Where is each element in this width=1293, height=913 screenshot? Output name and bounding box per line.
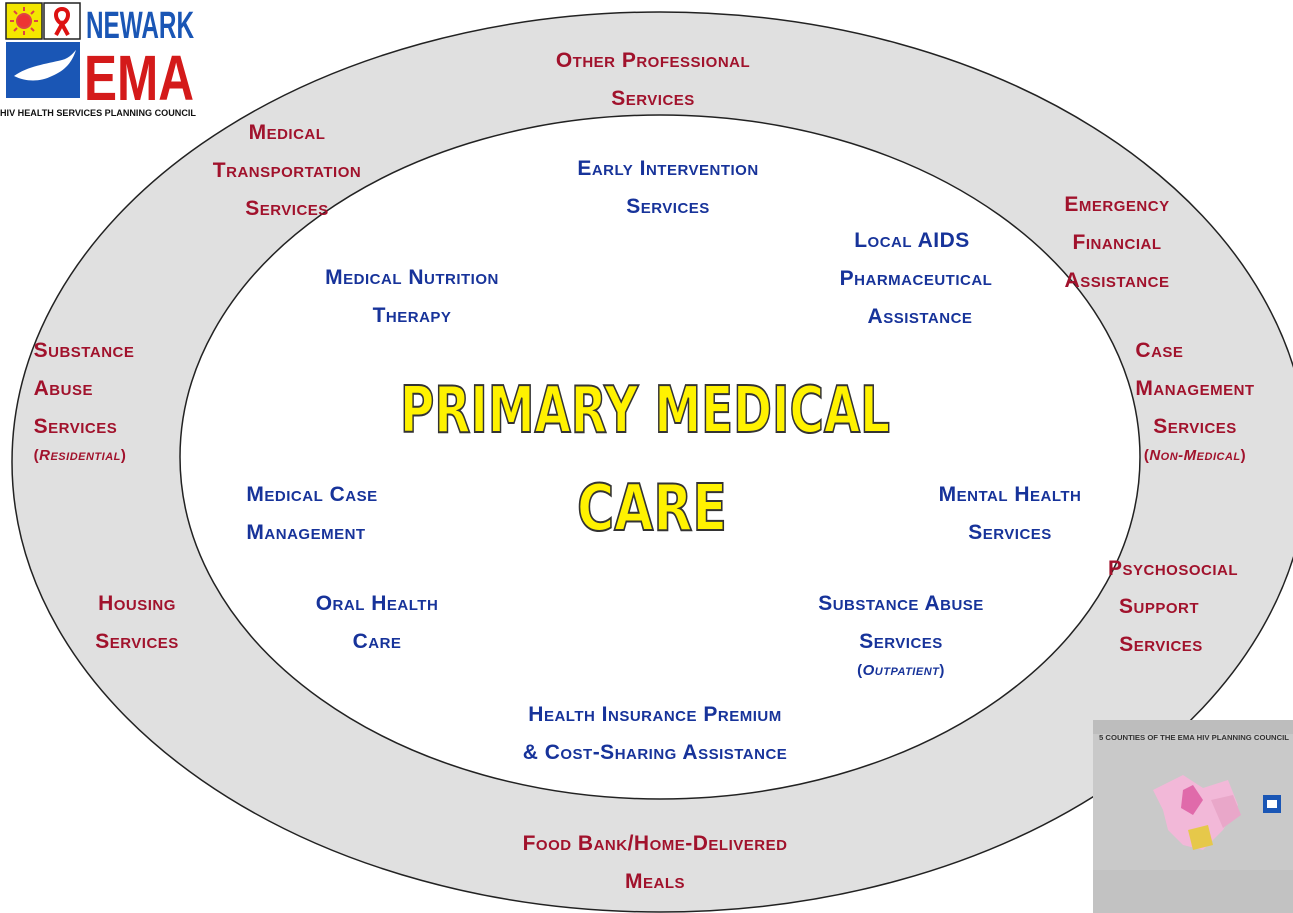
label-line: Services [626, 195, 710, 218]
label-line: Early Intervention [577, 157, 759, 180]
label-medical-nutrition-therapy: Medical Nutrition Therapy [325, 259, 499, 335]
logo-subtitle: HIV HEALTH SERVICES PLANNING COUNCIL [0, 108, 196, 119]
label-medical-case-management: Medical Case Management [246, 476, 377, 552]
label-note: (Residential) [33, 447, 127, 464]
ribbon-icon [54, 6, 70, 36]
dove-icon [14, 50, 76, 81]
label-line: Services [611, 87, 695, 110]
label-line: Abuse [33, 377, 93, 400]
label-line: Services [1119, 633, 1203, 656]
sun-icon [10, 7, 38, 35]
note-text: Outpatient [862, 662, 940, 679]
label-line: Services [95, 630, 179, 653]
label-line: Financial [1072, 231, 1162, 254]
label-mental-health-services: Mental Health Services [939, 476, 1082, 552]
label-line: Other Professional [555, 49, 751, 72]
label-line: Care [352, 630, 402, 653]
label-food-bank-home-delivered-meals: Food Bank/Home-Delivered Meals [523, 825, 788, 901]
label-line: Services [859, 630, 943, 653]
planning-council-banner-photo: 5 COUNTIES OF THE EMA HIV PLANNING COUNC… [1093, 720, 1293, 913]
label-line: & Cost-Sharing Assistance [522, 741, 788, 764]
label-line: Substance Abuse [818, 592, 984, 615]
label-line: Assistance [867, 305, 973, 328]
label-early-intervention-services: Early Intervention Services [577, 150, 758, 226]
label-substance-abuse-services-residential: Substance Abuse Services (Residential) [34, 332, 135, 466]
label-line: Transportation [212, 159, 362, 182]
label-line: Oral Health [315, 592, 439, 615]
newark-ema-logo: NEWARK EMA HIV HEALTH SERVICES PLANNING … [0, 2, 196, 119]
photo-banner-text: 5 COUNTIES OF THE EMA HIV PLANNING COUNC… [1099, 735, 1290, 742]
label-health-insurance-premium-cost-sharing: Health Insurance Premium & Cost-Sharing … [523, 696, 788, 772]
label-line: Services [968, 521, 1052, 544]
label-line: Mental Health [938, 483, 1082, 506]
label-line: Assistance [1064, 269, 1170, 292]
label-local-aids-pharmaceutical-assistance: Local AIDS Pharmaceutical Assistance [840, 222, 993, 336]
label-note: (Non-Medical) [1143, 447, 1247, 464]
logo-name-line2: EMA [84, 42, 194, 114]
label-line: Food Bank/Home-Delivered [522, 832, 788, 855]
label-line: Local AIDS [854, 229, 970, 252]
label-case-management-services-nonmedical: Case Management Services (Non-Medical) [1135, 332, 1254, 466]
center-title-line1: PRIMARY MEDICAL [400, 374, 890, 448]
label-line: Medical Nutrition [325, 266, 499, 289]
label-line: Management [1135, 377, 1255, 400]
label-emergency-financial-assistance: Emergency Financial Assistance [1064, 186, 1169, 300]
logo-name-line1: NEWARK [86, 5, 194, 47]
label-other-professional-services: Other Professional Services [556, 42, 750, 118]
label-line: Services [245, 197, 329, 220]
center-title-line2: CARE [577, 472, 727, 546]
label-line: Substance [33, 339, 135, 362]
label-line: Services [1153, 415, 1237, 438]
label-substance-abuse-services-outpatient: Substance Abuse Services (Outpatient) [818, 585, 984, 681]
label-housing-services: Housing Services [95, 585, 179, 661]
label-line: Psychosocial [1107, 557, 1239, 580]
label-line: Health Insurance Premium [528, 703, 782, 726]
inner-ellipse [179, 114, 1141, 800]
note-text: Residential [39, 447, 121, 464]
label-line: Services [33, 415, 118, 438]
label-line: Medical [248, 121, 326, 144]
label-medical-transportation-services: Medical Transportation Services [213, 114, 361, 228]
label-line: Case [1135, 339, 1184, 362]
label-line: Pharmaceutical [839, 267, 993, 290]
label-note: (Outpatient) [857, 662, 945, 679]
label-line: Management [246, 521, 366, 544]
label-line: Medical Case [246, 483, 378, 506]
label-line: Housing [98, 592, 176, 615]
label-psychosocial-support-services: Psychosocial Support Services [1108, 550, 1238, 664]
note-text: Non-Medical [1149, 447, 1241, 464]
label-line: Emergency [1064, 193, 1170, 216]
label-oral-health-care: Oral Health Care [316, 585, 439, 661]
label-line: Meals [625, 870, 685, 893]
label-line: Therapy [372, 304, 452, 327]
label-line: Support [1118, 595, 1199, 618]
